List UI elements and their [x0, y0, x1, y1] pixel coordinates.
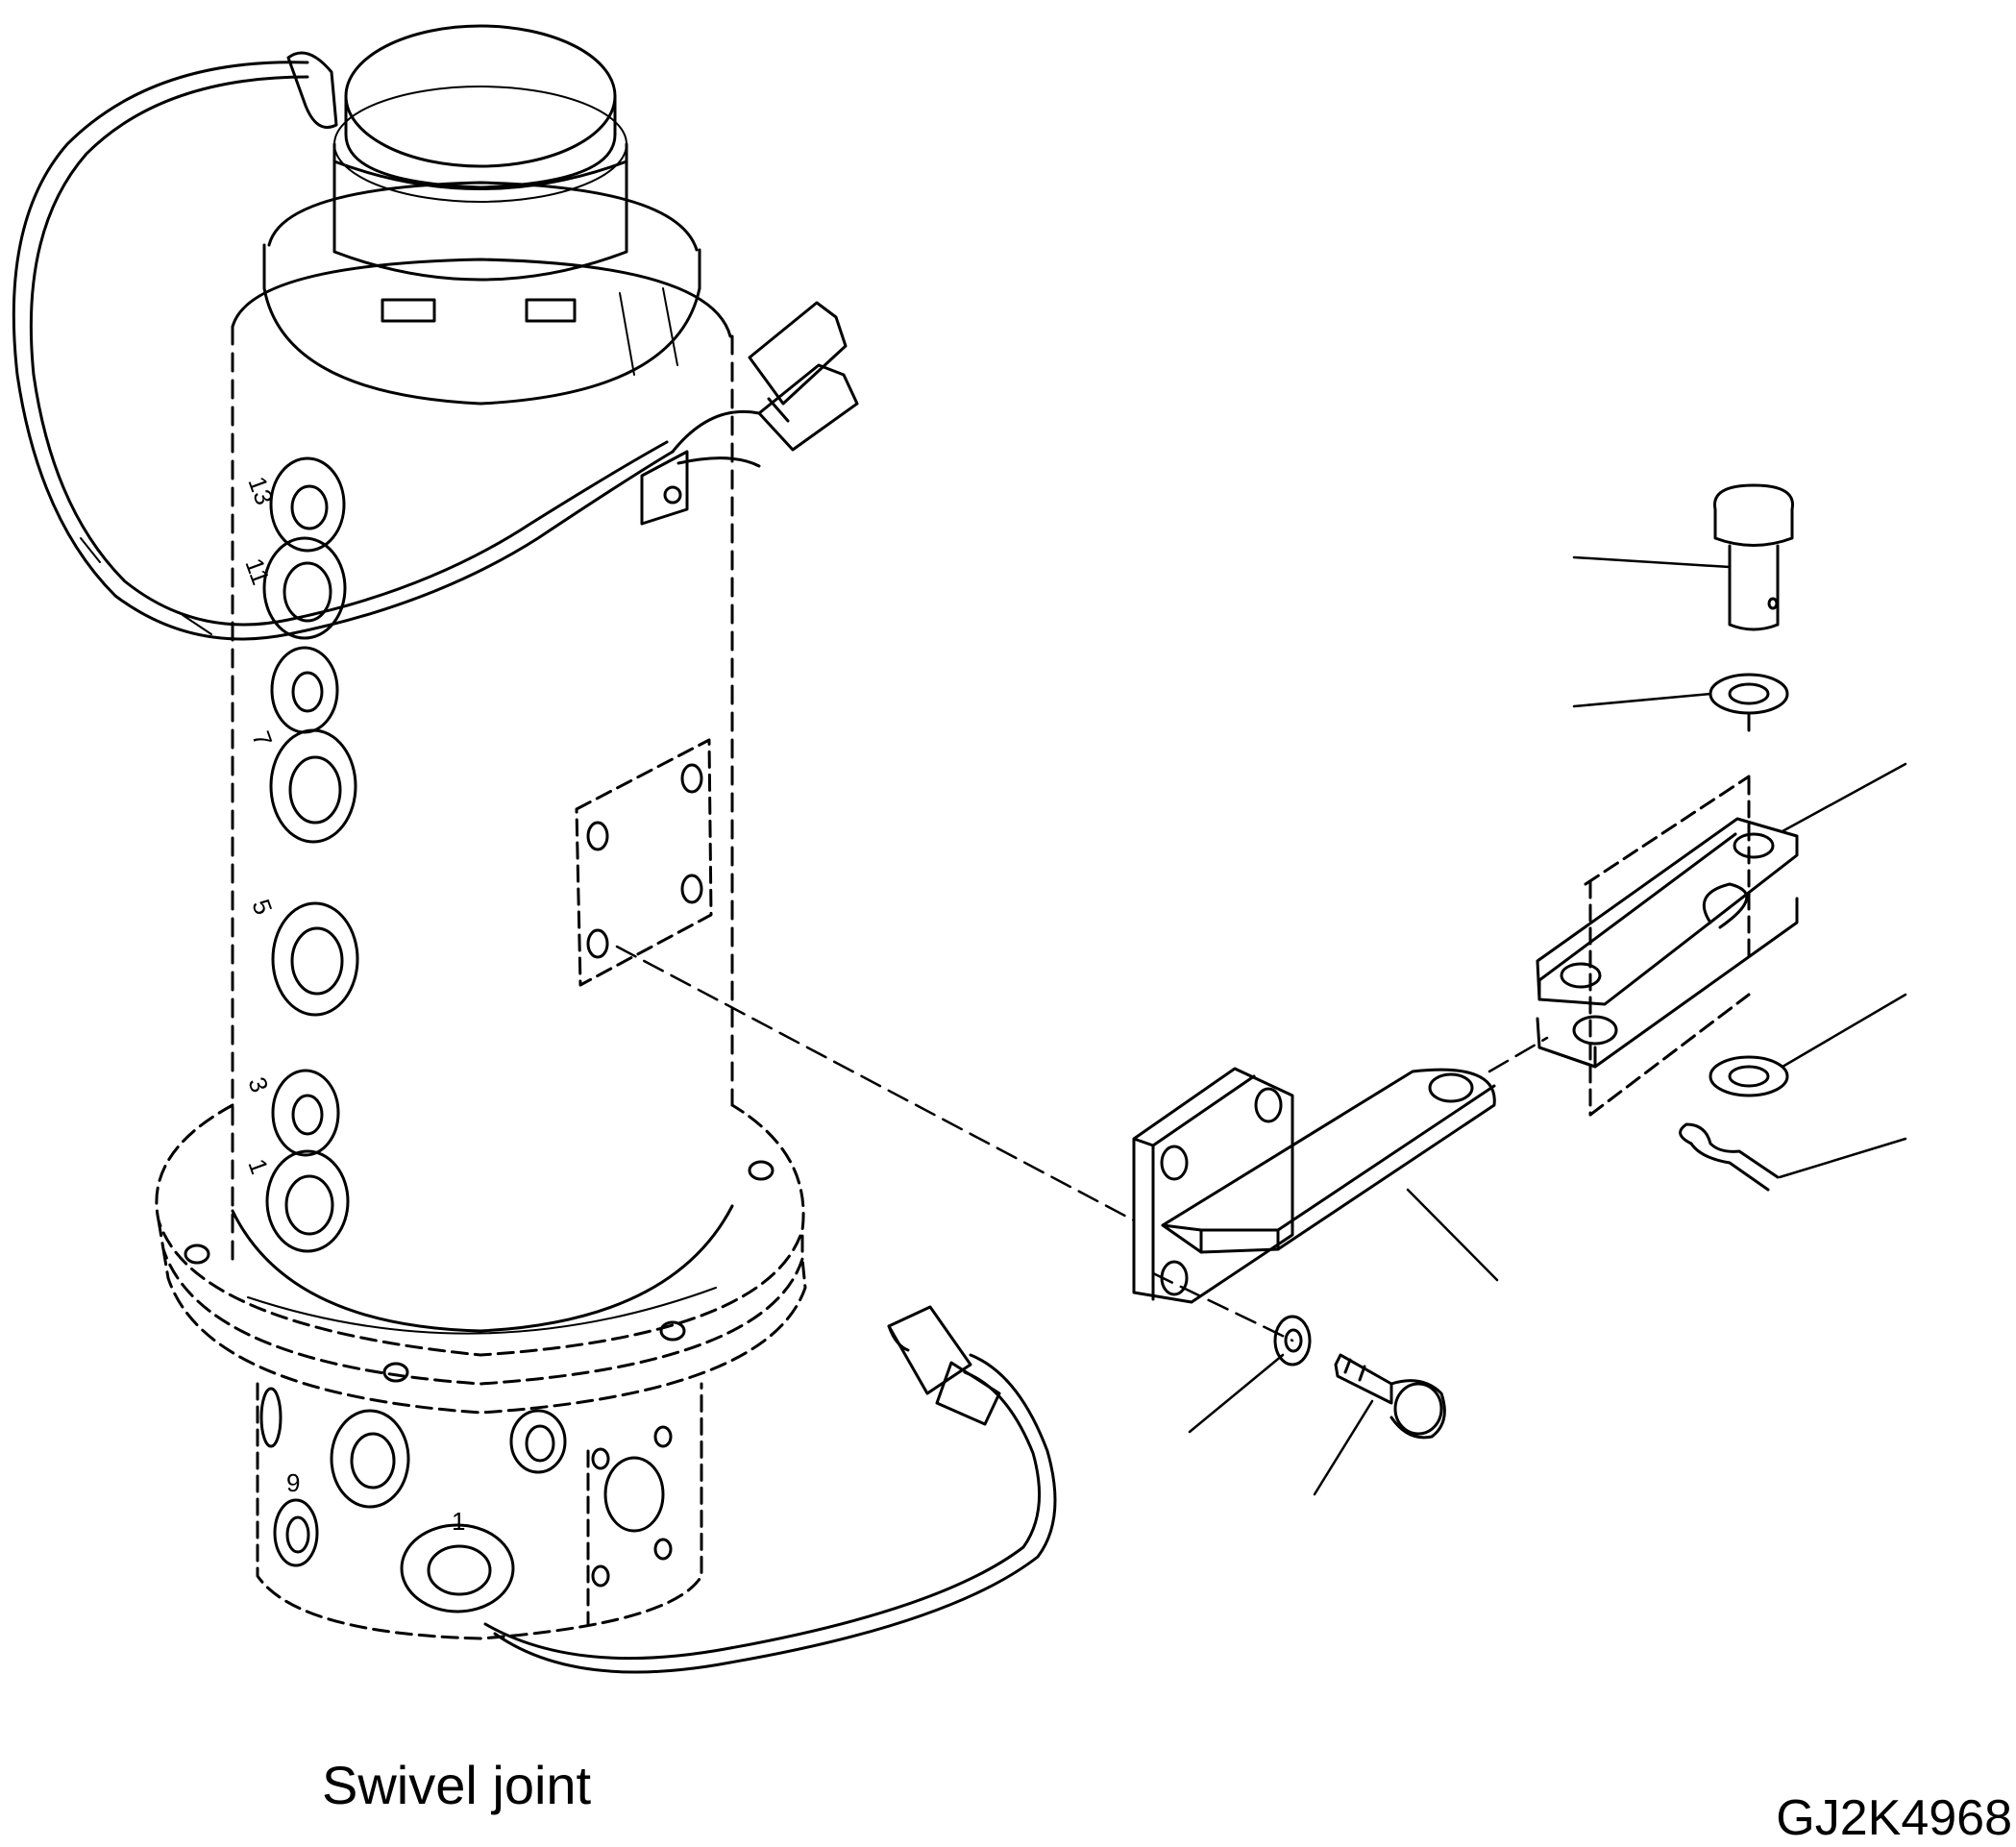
leader-line-pin	[1572, 555, 1732, 569]
leader-line-clevis	[1781, 762, 1907, 833]
drawing-code: GJ2K4968	[1776, 1790, 2012, 1846]
wire-harnesses	[12, 51, 1057, 1674]
leader-line-upper-washer	[1572, 692, 1712, 708]
port-label-7: 7	[246, 727, 278, 751]
base-port-label-1: 1	[452, 1507, 465, 1536]
port-number-labels: 13 11 7 5 3 1	[239, 473, 279, 1178]
port-label-1: 1	[242, 1155, 274, 1178]
cylinder-ports	[262, 456, 359, 1253]
port-label-13: 13	[242, 473, 279, 508]
top-cap	[332, 24, 628, 323]
leader-line-cotter-pin	[1778, 1137, 1907, 1179]
port-label-5: 5	[246, 896, 278, 919]
leader-line-bolt-washer	[1188, 1353, 1285, 1434]
mounting-bracket	[1132, 1067, 1496, 1304]
cylinder-mounting-pad	[575, 738, 713, 987]
leader-line-bolt	[1313, 1399, 1374, 1496]
bolt	[1334, 1353, 1446, 1440]
leader-lines	[1188, 555, 1907, 1496]
clevis-pin	[1713, 483, 1794, 631]
flange	[155, 1103, 807, 1415]
port-label-3: 3	[242, 1073, 274, 1096]
main-cylinder	[231, 325, 734, 1335]
washer-lower	[1709, 1055, 1789, 1097]
washer-upper	[1709, 673, 1789, 715]
swivel-joint-body: 13 11 7 5 3 1	[155, 24, 807, 1640]
base-port-label-9: 9	[286, 1468, 300, 1497]
upper-shoulder	[231, 181, 732, 406]
washer-bolt	[1273, 1315, 1312, 1367]
assembly-center-lines	[615, 945, 1549, 1342]
leader-line-bracket	[1406, 1188, 1499, 1282]
leader-line-lower-washer	[1781, 993, 1907, 1069]
clevis	[1536, 709, 1799, 1117]
lower-body	[256, 1382, 703, 1640]
cotter-pin	[1679, 1122, 1780, 1192]
lower-body-port-labels: 9 1	[286, 1468, 465, 1536]
diagram-caption: Swivel joint	[322, 1755, 592, 1815]
